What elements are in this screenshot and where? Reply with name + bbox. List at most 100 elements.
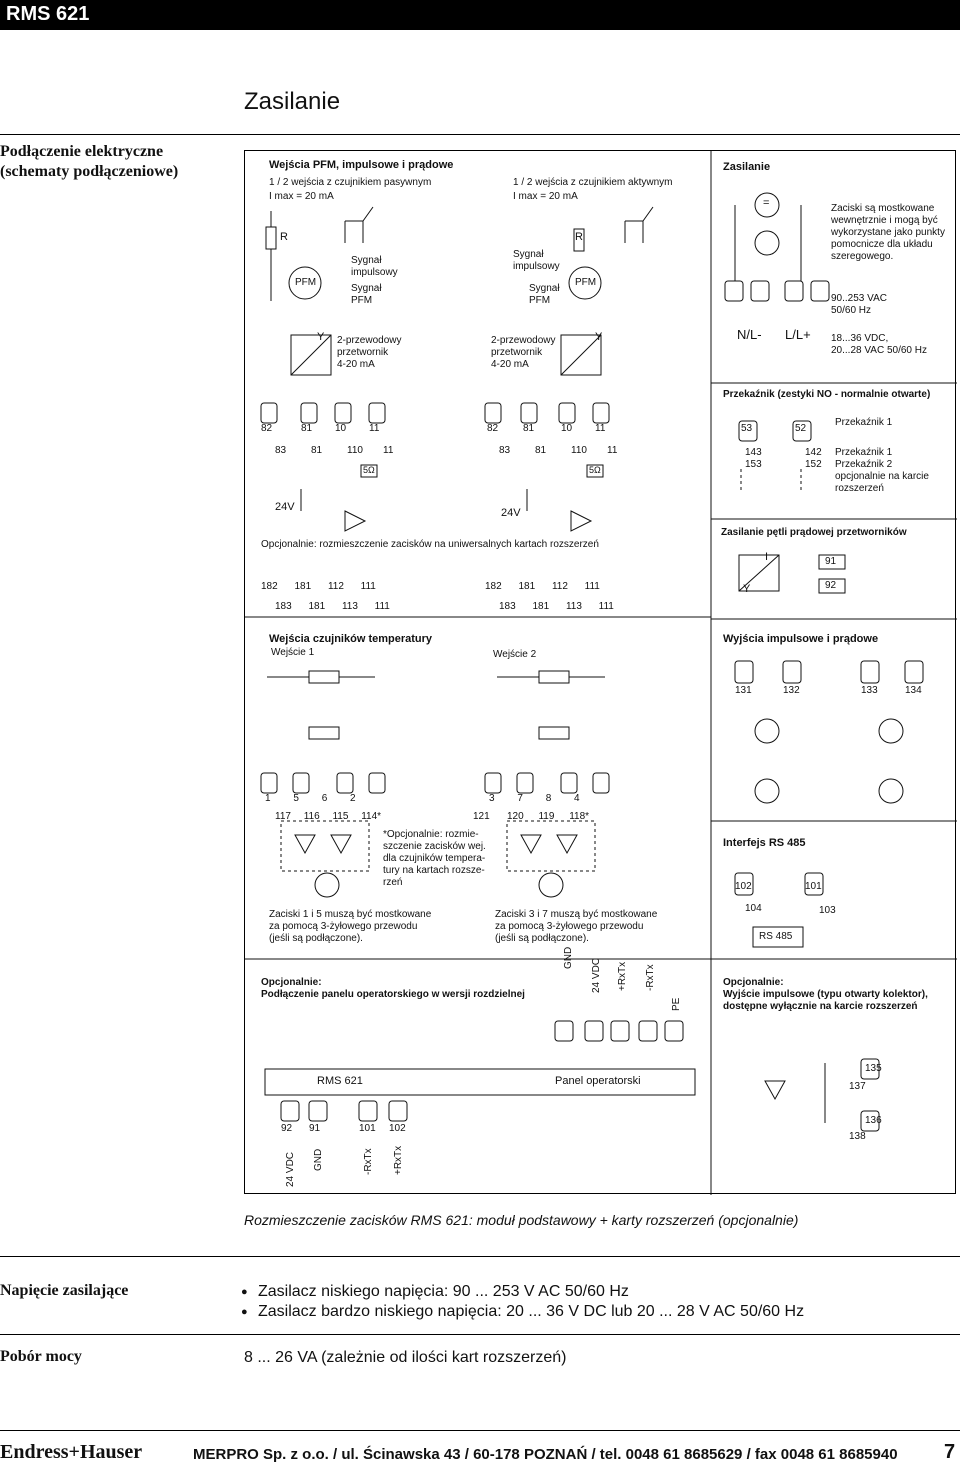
brand-logo: Endress+Hauser (0, 1441, 143, 1463)
oc-title: Opcjonalnie:Wyjście impulsowe (typu otwa… (723, 977, 928, 1012)
terminal-82: 82 (261, 423, 273, 434)
terminal-11d: 11 (607, 445, 618, 456)
resistor-5ohm-2: 5Ω (589, 465, 601, 475)
supply-item-1: Zasilacz niskiego napięcia: 90 ... 253 V… (241, 1283, 629, 1301)
out-131: 131 (735, 685, 752, 696)
loop-91: 91 (825, 556, 837, 567)
rms-lbl-prxtx: +RxTx (393, 1145, 404, 1175)
temp-bottom-1: 117 116 115 114* (275, 811, 382, 822)
terminal-11c: 11 (383, 445, 394, 456)
pfm-imax-1: I max = 20 mA (269, 191, 334, 202)
oc-136: 136 (865, 1115, 882, 1126)
panel-rms: RMS 621 (317, 1075, 363, 1087)
terminal-82b: 82 (487, 423, 499, 434)
resistor-label-1: R (280, 231, 288, 243)
loop-Y: Y (743, 583, 751, 595)
temp-terms-2: 3 7 8 4 (489, 793, 580, 804)
pfm-optional-note: Opcjonalnie: rozmieszczenie zacisków na … (261, 539, 599, 550)
rms-lbl-gnd: GND (313, 1148, 324, 1171)
power-value: 8 ... 26 VA (zależnie od ilości kart roz… (244, 1349, 567, 1366)
y-label-1: Y (317, 331, 325, 343)
panel-pin-prxtx: +RxTx (617, 961, 628, 991)
section-title: Zasilanie (244, 88, 341, 115)
ext-bottom-2: 183 181 113 111 (499, 601, 614, 612)
divider (0, 1256, 960, 1257)
rms-101: 101 (359, 1123, 376, 1134)
electrical-label: Podłączenie elektryczne (schematy podłąc… (0, 143, 179, 180)
rms-91: 91 (309, 1123, 321, 1134)
panel-operator: Panel operatorski (555, 1075, 641, 1087)
temp-title: Wejścia czujników temperatury (269, 633, 433, 645)
relay-title: Przekaźnik (zestyki NO - normalnie otwar… (723, 389, 931, 400)
rms-92: 92 (281, 1123, 293, 1134)
temp-terms-1: 1 5 6 2 (265, 793, 356, 804)
pfm-active: 1 / 2 wejścia z czujnikiem aktywnym (513, 177, 673, 188)
terminal-83: 83 (275, 445, 287, 456)
out-132: 132 (783, 685, 800, 696)
dc-symbol: = (763, 197, 770, 209)
footer-address: MERPRO Sp. z o.o. / ul. Ścinawska 43 / 6… (193, 1446, 898, 1463)
temp-input2: Wejście 2 (493, 649, 537, 660)
terminal-83b: 83 (499, 445, 511, 456)
rms-lbl-24vdc: 24 VDC (285, 1151, 296, 1187)
oc-135: 135 (865, 1063, 882, 1074)
supply-voltage-label: Napięcie zasilające (0, 1282, 129, 1299)
divider (0, 134, 960, 135)
supply-title: Zasilanie (723, 161, 771, 173)
pfm-imax-2: I max = 20 mA (513, 191, 578, 202)
ext-top-1: 182 181 112 111 (261, 581, 376, 592)
ext-bottom-1: 183 181 113 111 (275, 601, 390, 612)
loop-I: I (765, 551, 769, 563)
terminal-81d: 81 (535, 445, 547, 456)
terminal-81: 81 (301, 423, 313, 434)
v24-label-2: 24V (501, 507, 521, 519)
v24-label-1: 24V (275, 501, 295, 513)
rms-lbl-mrxtx: -RxTx (363, 1148, 374, 1175)
terminal-110b: 110 (571, 445, 587, 456)
rs485-101: 101 (805, 881, 822, 892)
pfm-title: Wejścia PFM, impulsowe i prądowe (269, 159, 454, 171)
oc-137: 137 (849, 1081, 866, 1092)
divider (0, 1430, 960, 1431)
panel-pin-pe: PE (671, 997, 682, 1011)
y-label-2: Y (595, 331, 603, 343)
rs485-label: RS 485 (759, 931, 793, 942)
temp-bottom-2: 120 119 118* (507, 811, 590, 822)
terminal-110: 110 (347, 445, 363, 456)
power-label: Pobór mocy (0, 1348, 82, 1365)
rs485-104: 104 (745, 903, 762, 914)
terminal-81b: 81 (523, 423, 535, 434)
relay-53: 53 (741, 423, 753, 434)
outputs-title: Wyjścia impulsowe i prądowe (723, 633, 879, 645)
rms-102: 102 (389, 1123, 406, 1134)
loop-92: 92 (825, 580, 837, 591)
ext-top-2: 182 181 112 111 (485, 581, 600, 592)
temp-input1: Wejście 1 (271, 647, 315, 658)
terminal-10b: 10 (561, 423, 573, 434)
header-title: RMS 621 (6, 3, 90, 25)
panel-title: Opcjonalnie:Podłączenie panelu operators… (261, 977, 525, 1000)
oc-138: 138 (849, 1131, 866, 1142)
terminal-81c: 81 (311, 445, 323, 456)
divider (0, 1334, 960, 1335)
rs485-102: 102 (735, 881, 752, 892)
supply-dc: 18...36 VDC,20...28 VAC 50/60 Hz (831, 333, 927, 356)
pfm-sensor-1: PFM (295, 277, 317, 288)
terminal-11b: 11 (595, 423, 606, 434)
terminal-10: 10 (335, 423, 347, 434)
temp-opt-note: *Opcjonalnie: rozmie-szczenie zacisków w… (383, 829, 486, 888)
figure-caption: Rozmieszczenie zacisków RMS 621: moduł p… (244, 1212, 799, 1228)
pfm-passive: 1 / 2 wejścia z czujnikiem pasywnym (269, 177, 432, 188)
panel-pin-gnd: GND (563, 946, 574, 969)
out-133: 133 (861, 685, 878, 696)
resistor-5ohm-1: 5Ω (363, 465, 375, 475)
